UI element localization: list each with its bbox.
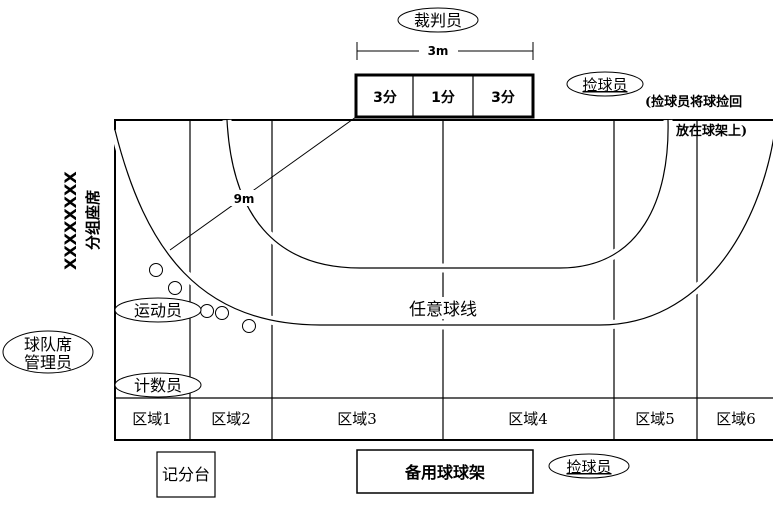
score-1-center: 1分 [431,90,455,106]
team-staff-line1: 球队席 [24,335,72,354]
retriever-note-line1: (捡球员将球捡回 [645,94,742,110]
dimension-3m-label: 3m [428,44,449,58]
group-seating-label: 分组座席 [84,190,102,250]
spare-rack-box [356,449,534,494]
zone-label-5: 区域5 [635,410,675,428]
ball-retriever-bottom-label: 捡球员 [566,458,611,476]
free-line-label-bg [398,297,488,319]
ball-retriever-top-oval [566,71,644,97]
scorer-table-box [156,451,216,498]
zone-label-3: 区域3 [337,410,377,428]
team-staff-oval [2,330,94,374]
referee-label: 裁判员 [414,11,462,30]
zone-label-1: 区域1 [132,410,172,428]
goal-area-line-9m [226,119,669,269]
zone-label-4: 区域4 [508,410,548,428]
goal-area-band [222,119,673,273]
player-circle-5 [242,319,256,333]
scorer-table-label: 记分台 [162,465,210,484]
team-staff-line2: 管理员 [24,353,72,372]
player-circle-2 [168,281,182,295]
referee-oval [397,7,479,33]
free-throw-line [114,129,773,326]
goal-box [354,73,535,119]
player-circle-4 [215,306,229,320]
free-line-label: 任意球线 [409,300,477,320]
spare-rack-label: 备用球球架 [404,463,485,482]
retriever-note-line2: 放在球架上) [675,123,747,139]
counter-oval [114,372,202,398]
score-3-left: 3分 [373,90,397,106]
counter-label: 计数员 [134,376,182,395]
athlete-label: 运动员 [134,301,182,320]
group-seating-marks: XXXXXXXX [61,171,80,270]
zone-label-2: 区域2 [211,410,251,428]
ball-retriever-bottom-oval [548,453,630,479]
radius-9m-label: 9m [234,192,255,206]
score-3-right: 3分 [491,90,515,106]
free-line-band [110,128,773,330]
court-boundary [114,119,773,441]
zone-label-6: 区域6 [716,410,756,428]
radius-9m-label-bg [230,190,258,206]
player-circle-3 [200,304,214,318]
radius-9m-line [169,116,357,251]
athlete-oval [114,297,202,323]
player-circle-1 [149,263,163,277]
ball-retriever-top-label: 捡球员 [582,76,627,94]
